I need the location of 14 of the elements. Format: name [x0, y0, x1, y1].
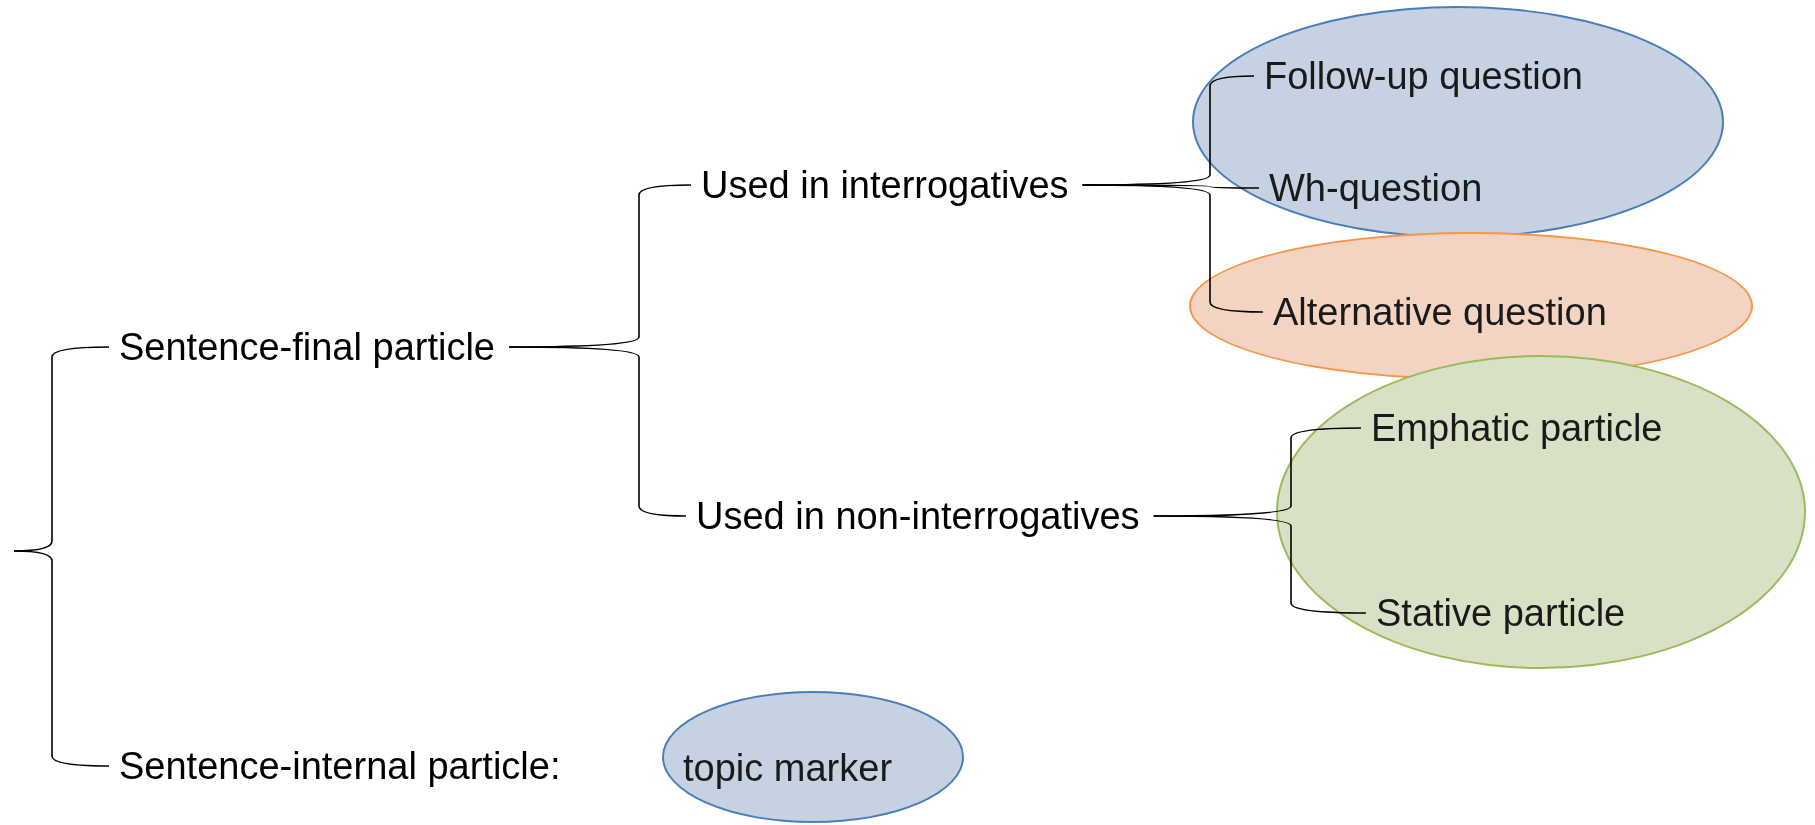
- category-label: Emphatic particle: [1371, 405, 1663, 451]
- category-label: Sentence-final particle: [119, 324, 495, 370]
- category-label: Alternative question: [1273, 289, 1607, 335]
- brace-connector: [13, 550, 110, 767]
- category-label: Sentence-internal particle:: [119, 743, 561, 789]
- brace-connector: [508, 346, 687, 517]
- category-label: Used in non-interrogatives: [696, 493, 1140, 539]
- brace-connector: [1081, 184, 1264, 313]
- category-label: Stative particle: [1376, 590, 1626, 636]
- brace-connector: [1152, 515, 1367, 614]
- category-label: Follow-up question: [1264, 53, 1583, 99]
- category-label: topic marker: [683, 745, 893, 791]
- category-label: Used in interrogatives: [701, 162, 1069, 208]
- category-label: Wh-question: [1269, 165, 1483, 211]
